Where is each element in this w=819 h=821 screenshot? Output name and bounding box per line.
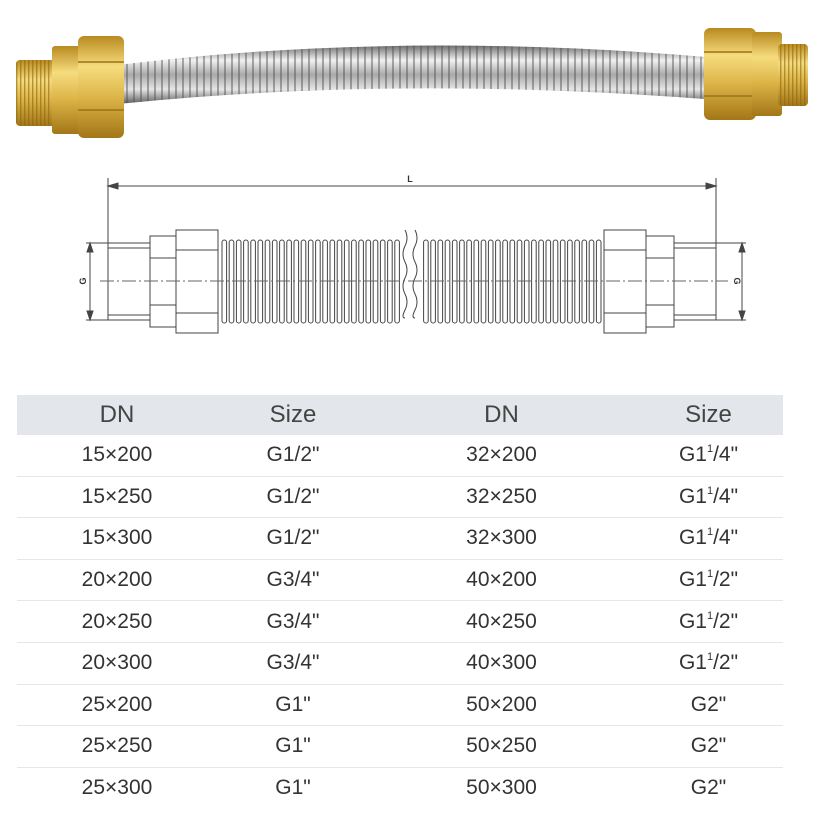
size-right-main: G1 xyxy=(678,609,707,633)
size-right-superscript: 1 xyxy=(706,568,714,581)
size-right-superscript: 1 xyxy=(706,526,714,539)
thread-label-right: G xyxy=(732,277,742,284)
dn-left: 25×200 xyxy=(17,684,217,727)
left-thread-dimension xyxy=(86,241,108,322)
size-right-main: G1 xyxy=(678,443,707,467)
technical-drawing: L G G xyxy=(78,174,746,334)
table-header-row: DN Size DN Size xyxy=(17,395,783,435)
dn-left: 15×200 xyxy=(17,435,217,477)
dn-right: 40×200 xyxy=(369,559,634,602)
size-left: G1/2" xyxy=(217,435,369,477)
size-right-superscript: 1 xyxy=(706,443,714,456)
size-right: G11/4" xyxy=(634,435,783,477)
size-right-superscript: 1 xyxy=(706,651,714,664)
header-dn-left: DN xyxy=(17,395,217,435)
header-dn-right: DN xyxy=(369,395,634,435)
size-left: G1" xyxy=(275,776,311,800)
dn-right: 50×200 xyxy=(369,684,634,727)
hose-body xyxy=(118,45,718,104)
thread-label-left: G xyxy=(78,277,88,284)
dn-right: 32×250 xyxy=(369,476,634,519)
left-brass-fitting xyxy=(16,36,124,138)
dn-right: 40×300 xyxy=(369,642,634,685)
size-right-fraction: /2" xyxy=(713,568,739,592)
size-right-main: G1 xyxy=(678,568,707,592)
size-left: G3/4" xyxy=(217,559,369,602)
dn-left: 20×300 xyxy=(17,642,217,685)
size-left: G1" xyxy=(217,684,369,727)
size-right: G11/4" xyxy=(634,476,783,519)
length-label: L xyxy=(407,174,413,184)
size-right-fraction: /2" xyxy=(713,609,739,633)
dn-right: 32×200 xyxy=(369,435,634,477)
size-right: G11/2" xyxy=(634,600,783,643)
dn-left: 25×300 xyxy=(81,776,153,800)
size-right-fraction: /2" xyxy=(713,651,739,675)
header-size-right: Size xyxy=(634,395,783,435)
right-brass-fitting xyxy=(704,28,808,120)
dn-left: 15×250 xyxy=(17,476,217,519)
size-left: G1/2" xyxy=(217,476,369,519)
break-marks xyxy=(402,229,418,319)
size-right: G2" xyxy=(634,767,783,808)
dn-left: 20×250 xyxy=(17,600,217,643)
dn-left: 15×300 xyxy=(17,517,217,560)
size-right-superscript: 1 xyxy=(706,484,714,497)
size-right-fraction: /4" xyxy=(713,526,739,550)
size-right-fraction: /4" xyxy=(713,443,739,467)
size-right-main: G1 xyxy=(678,526,707,550)
size-left: G3/4" xyxy=(217,600,369,643)
size-right-fraction: /4" xyxy=(713,484,739,508)
table-row: 25×300 G1" 50×300 G2" xyxy=(17,767,783,808)
size-right: G11/2" xyxy=(634,642,783,685)
right-thread-dimension xyxy=(716,241,746,322)
size-right: G11/4" xyxy=(634,517,783,560)
dn-left: 20×200 xyxy=(17,559,217,602)
size-left: G1/2" xyxy=(217,517,369,560)
size-right: G2" xyxy=(634,684,783,727)
dn-right: 40×250 xyxy=(369,600,634,643)
size-right-superscript: 1 xyxy=(706,609,714,622)
size-right-main: G1 xyxy=(678,484,707,508)
header-size-left: Size xyxy=(217,395,369,435)
dn-right: 32×300 xyxy=(369,517,634,560)
size-right-main: G1 xyxy=(678,651,707,675)
product-photo xyxy=(16,28,808,138)
size-right: G2" xyxy=(634,725,783,768)
size-right-main: G2" xyxy=(690,734,727,758)
size-right-main: G2" xyxy=(690,776,727,800)
dn-right: 50×300 xyxy=(466,776,537,800)
length-dimension xyxy=(106,178,718,243)
size-left: G3/4" xyxy=(217,642,369,685)
dn-left: 25×250 xyxy=(17,725,217,768)
size-right-main: G2" xyxy=(690,692,727,716)
dn-right: 50×250 xyxy=(369,725,634,768)
size-right: G11/2" xyxy=(634,559,783,602)
size-left: G1" xyxy=(217,725,369,768)
